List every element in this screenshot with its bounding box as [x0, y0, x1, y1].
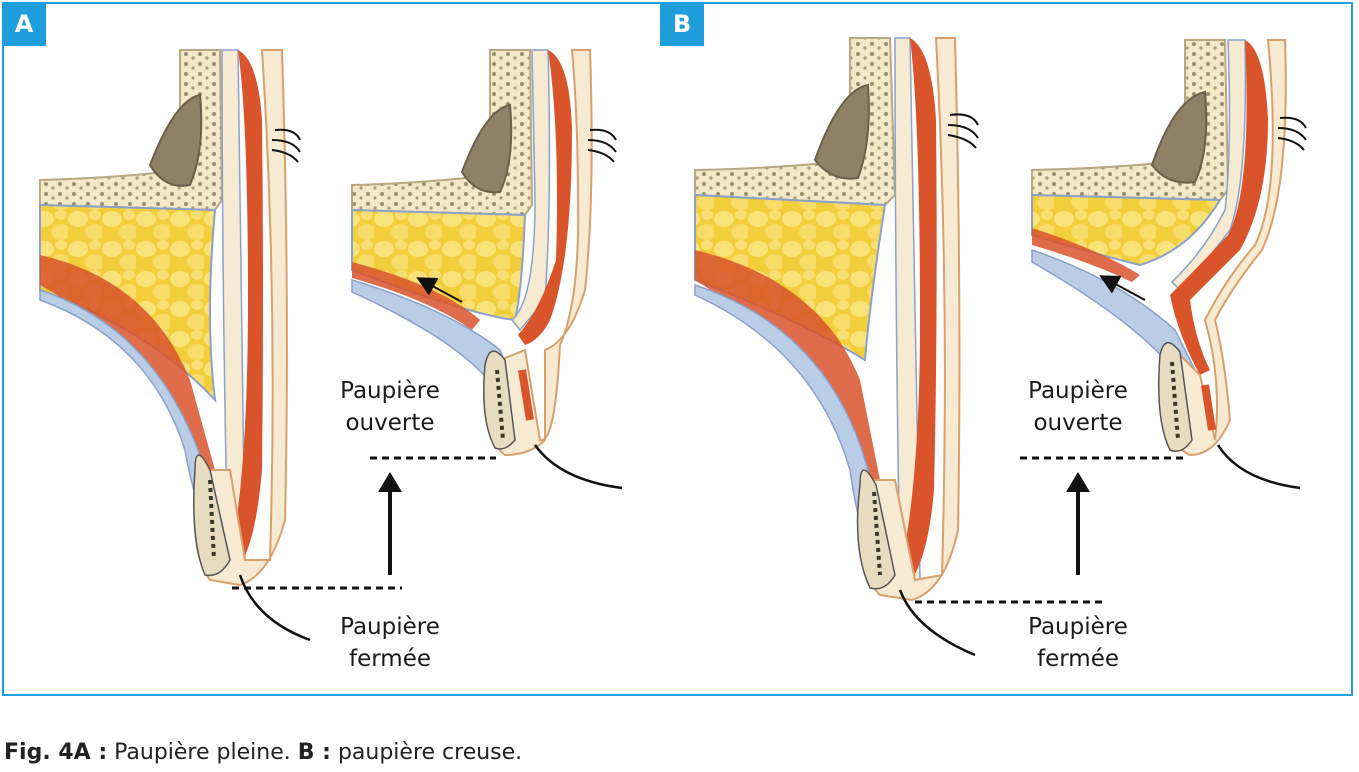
panel-a-closed-eyelid: [39, 49, 311, 642]
panel-b-open-label: Paupière ouverte: [1016, 375, 1140, 439]
caption-part-a: Paupière pleine.: [107, 740, 298, 765]
panel-a-open-label-line1: Paupière: [340, 378, 440, 404]
panel-a-open-label: Paupière ouverte: [328, 375, 452, 439]
panel-a-badge: A: [2, 2, 46, 46]
eyelid-diagram: [39, 37, 1307, 657]
caption-fig-ref: Fig. 4A :: [4, 740, 108, 765]
panel-a-open-eyelid: [351, 49, 623, 490]
panel-b-arrow-head: [1066, 472, 1090, 492]
panel-b-closed-eyelid: [694, 37, 979, 657]
panel-a-closed-label: Paupière fermée: [328, 611, 452, 675]
panel-a-closed-label-line1: Paupière: [340, 614, 440, 640]
panel-b-closed-label-line2: fermée: [1036, 646, 1119, 672]
panel-a-closed-label-line2: fermée: [348, 646, 431, 672]
panel-b-open-label-line1: Paupière: [1028, 378, 1128, 404]
panel-b-closed-label-line1: Paupière: [1028, 614, 1128, 640]
panel-b-badge: B: [660, 2, 704, 46]
caption-b-ref: B :: [297, 740, 331, 765]
panel-b-open-eyelid: [1031, 39, 1307, 490]
panel-a-open-label-line2: ouverte: [345, 410, 435, 436]
panel-b-closed-label: Paupière fermée: [1016, 611, 1140, 675]
caption-part-b: paupière creuse.: [330, 740, 523, 765]
panel-a-arrow-head: [378, 472, 402, 492]
figure-caption: Fig. 4A : Paupière pleine. B : paupière …: [4, 740, 522, 765]
panel-b-open-label-line2: ouverte: [1033, 410, 1123, 436]
